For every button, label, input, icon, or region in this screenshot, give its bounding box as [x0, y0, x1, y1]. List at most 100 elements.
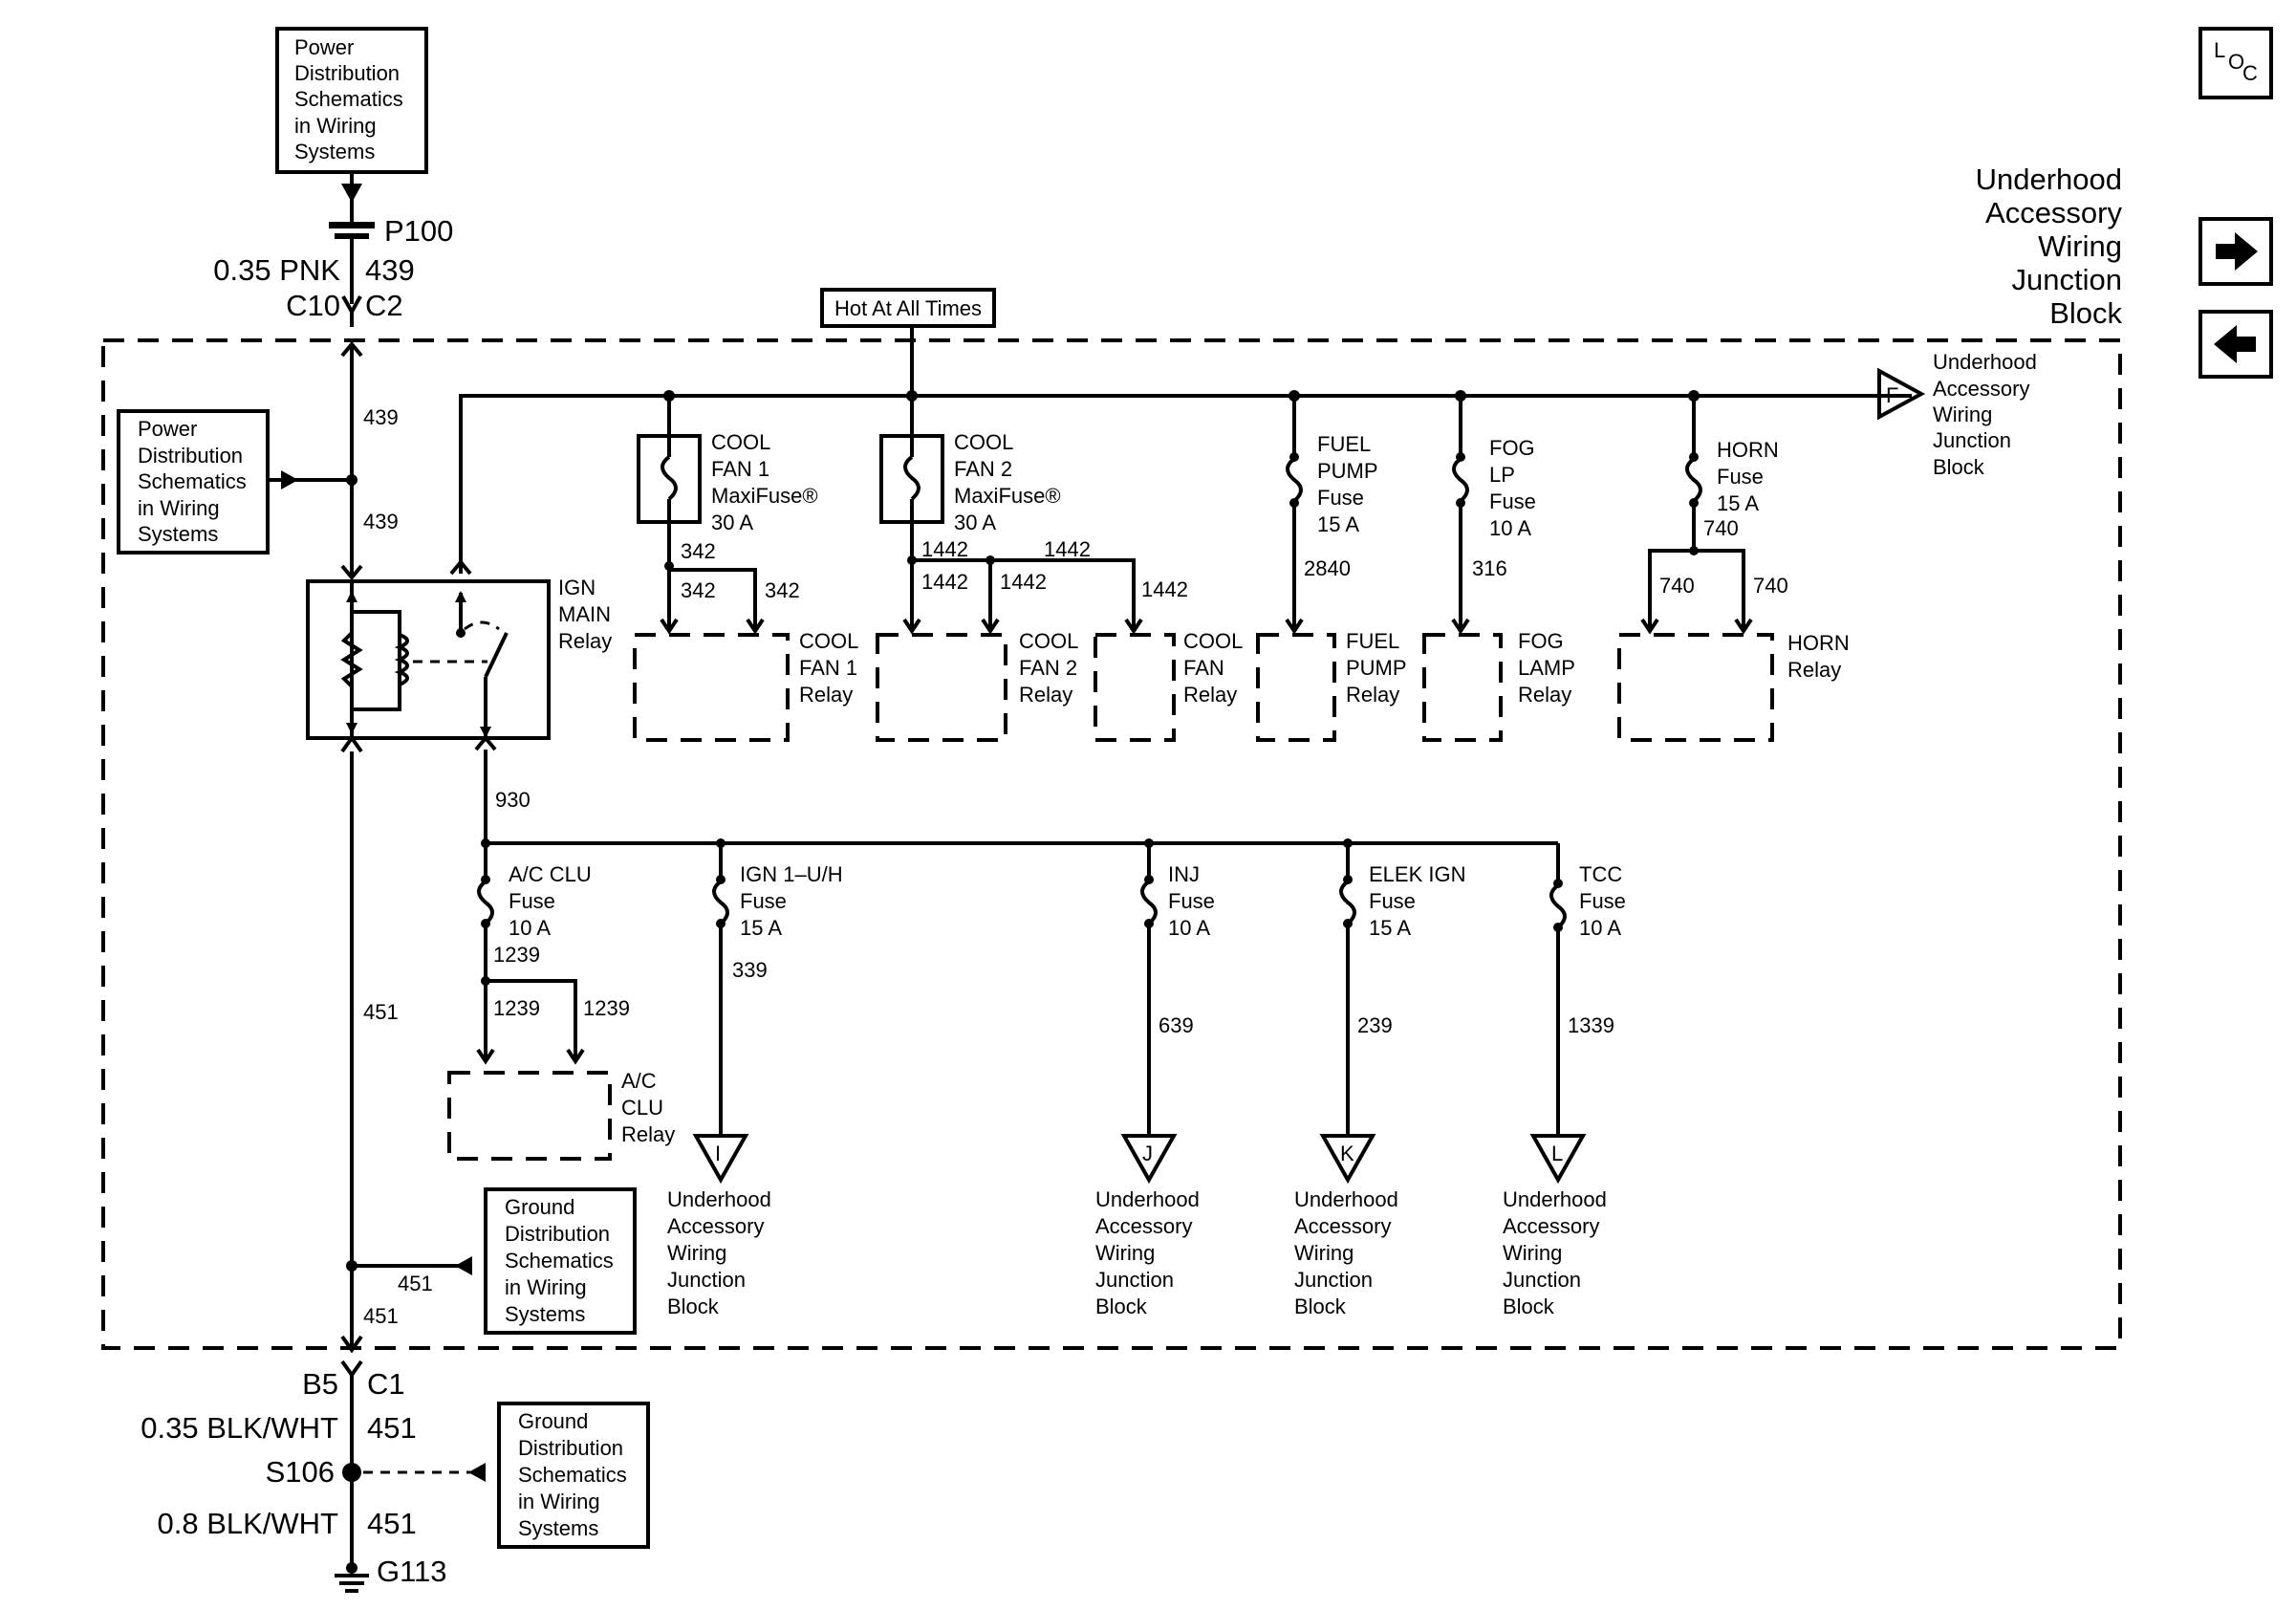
connector-l: L [1529, 1134, 1587, 1185]
connector-i-ref[interactable]: Underhood Accessory Wiring Junction Bloc… [667, 1187, 771, 1318]
svg-text:LP: LP [1489, 463, 1515, 487]
top-wire-circuit: 439 [365, 253, 415, 287]
wire-451-label-c: 451 [363, 1304, 399, 1328]
loc-letter-o: O [2228, 50, 2244, 74]
svg-text:Schematics: Schematics [294, 87, 403, 111]
junction-block-outline [101, 338, 2122, 1350]
svg-text:Relay: Relay [1019, 683, 1072, 707]
next-page-button[interactable] [2199, 217, 2273, 286]
svg-text:Underhood: Underhood [1933, 350, 2037, 374]
svg-text:Fuse: Fuse [1317, 486, 1364, 510]
svg-text:Accessory: Accessory [667, 1214, 764, 1238]
wire-1442-label-b: 1442 [1044, 537, 1091, 561]
svg-text:Distribution: Distribution [294, 61, 400, 85]
svg-text:10 A: 10 A [1489, 516, 1531, 540]
horn-relay [1617, 633, 1774, 742]
loc-button[interactable]: L O C [2199, 27, 2273, 99]
ac-clu-relay [447, 1071, 612, 1161]
wire-342-label-b: 342 [681, 578, 716, 602]
svg-text:30 A: 30 A [711, 511, 753, 534]
connector-l-ref[interactable]: Underhood Accessory Wiring Junction Bloc… [1503, 1187, 1607, 1318]
wire-639-label: 639 [1159, 1013, 1194, 1037]
inj-fuse-label: INJ Fuse 10 A [1168, 862, 1215, 940]
svg-text:TCC: TCC [1579, 862, 1622, 886]
svg-text:COOL: COOL [954, 430, 1013, 454]
svg-text:Junction: Junction [1095, 1268, 1174, 1292]
svg-text:Relay: Relay [1787, 658, 1841, 682]
svg-text:J: J [1142, 1142, 1153, 1165]
cool-fan2-relay-label: COOL FAN 2 Relay [1019, 629, 1078, 707]
svg-text:Relay: Relay [1346, 683, 1399, 707]
svg-text:Block: Block [667, 1295, 720, 1318]
ground-icon [335, 1562, 369, 1593]
ign-main-relay-label: IGN MAIN Relay [558, 576, 612, 653]
ac-clu-relay-label: A/C CLU Relay [621, 1069, 675, 1146]
svg-text:15 A: 15 A [740, 916, 782, 940]
svg-text:Junction: Junction [667, 1268, 746, 1292]
svg-text:IGN: IGN [558, 576, 596, 599]
svg-text:15 A: 15 A [1369, 916, 1411, 940]
junction-block-title: Underhood Accessory Wiring Junction Bloc… [1976, 163, 2123, 330]
horn-fuse-label: HORN Fuse 15 A [1717, 438, 1779, 515]
svg-text:Systems: Systems [518, 1516, 598, 1540]
svg-text:Ground: Ground [518, 1409, 588, 1433]
p100-label: P100 [384, 214, 453, 248]
svg-text:Systems: Systems [138, 522, 218, 546]
svg-text:FOG: FOG [1489, 436, 1535, 460]
svg-text:Junction: Junction [2012, 263, 2122, 296]
svg-text:Block: Block [1933, 455, 1985, 479]
inner-ground-schematic-ref[interactable]: Ground Distribution Schematics in Wiring… [484, 1187, 637, 1335]
wire-439-label-lower: 439 [363, 510, 399, 533]
svg-text:FAN: FAN [1183, 656, 1224, 680]
svg-text:IGN 1–U/H: IGN 1–U/H [740, 862, 843, 886]
svg-text:INJ: INJ [1168, 862, 1200, 886]
cool-fan1-maxifuse-label: COOL FAN 1 MaxiFuse® 30 A [711, 430, 818, 534]
svg-text:Wiring: Wiring [2038, 229, 2122, 263]
ign1-fuse-label: IGN 1–U/H Fuse 15 A [740, 862, 843, 940]
svg-text:Block: Block [2049, 296, 2122, 330]
bottom-ground-schematic-ref[interactable]: Ground Distribution Schematics in Wiring… [497, 1402, 650, 1549]
bottom-term-c1: C1 [367, 1367, 405, 1401]
bottom-wire-circuit-2: 451 [367, 1507, 417, 1540]
svg-text:Fuse: Fuse [1717, 465, 1764, 489]
fuel-pump-fuse-label: FUEL PUMP Fuse 15 A [1317, 432, 1378, 536]
connector-f-ref[interactable]: Underhood Accessory Wiring Junction Bloc… [1933, 350, 2037, 479]
fuel-pump-relay-label: FUEL PUMP Relay [1346, 629, 1407, 707]
fuel-pump-relay [1256, 633, 1336, 742]
s106-splice-icon [342, 1463, 361, 1482]
ac-clu-fuse-label: A/C CLU Fuse 10 A [509, 862, 592, 940]
svg-text:Power: Power [138, 417, 197, 441]
wire-1442-label-d: 1442 [1000, 570, 1047, 594]
svg-text:Wiring: Wiring [1933, 402, 1992, 426]
svg-text:A/C: A/C [621, 1069, 657, 1093]
svg-text:PUMP: PUMP [1346, 656, 1407, 680]
svg-text:in Wiring: in Wiring [505, 1275, 587, 1299]
wire-451-label-b: 451 [398, 1272, 433, 1295]
svg-text:Junction: Junction [1933, 428, 2011, 452]
svg-text:Relay: Relay [799, 683, 853, 707]
svg-text:10 A: 10 A [1579, 916, 1621, 940]
connector-k-ref[interactable]: Underhood Accessory Wiring Junction Bloc… [1294, 1187, 1398, 1318]
top-term-c10: C10 [286, 289, 340, 322]
svg-text:Schematics: Schematics [505, 1249, 614, 1273]
top-power-schematic-ref[interactable]: Power Distribution Schematics in Wiring … [275, 27, 428, 174]
svg-text:Wiring: Wiring [1294, 1241, 1354, 1265]
previous-page-button[interactable] [2199, 310, 2273, 379]
svg-text:Systems: Systems [294, 140, 375, 163]
bottom-wire-size-1: 0.35 BLK/WHT [141, 1411, 338, 1445]
connector-f: F [1877, 367, 1926, 421]
svg-text:in Wiring: in Wiring [294, 114, 377, 138]
svg-text:FAN 1: FAN 1 [711, 457, 769, 481]
svg-text:Fuse: Fuse [740, 889, 787, 913]
svg-text:Relay: Relay [1183, 683, 1237, 707]
svg-text:L: L [1551, 1142, 1563, 1165]
wire-740-label-a: 740 [1703, 516, 1739, 540]
wire-316-label: 316 [1472, 556, 1507, 580]
arrow-right-icon [2216, 232, 2258, 271]
cool-fan-relay [1094, 633, 1176, 742]
connector-j-ref[interactable]: Underhood Accessory Wiring Junction Bloc… [1095, 1187, 1200, 1318]
svg-text:Underhood: Underhood [1294, 1187, 1398, 1211]
left-power-schematic-ref[interactable]: Power Distribution Schematics in Wiring … [117, 409, 270, 555]
svg-text:Accessory: Accessory [1095, 1214, 1192, 1238]
horn-relay-label: HORN Relay [1787, 631, 1850, 682]
